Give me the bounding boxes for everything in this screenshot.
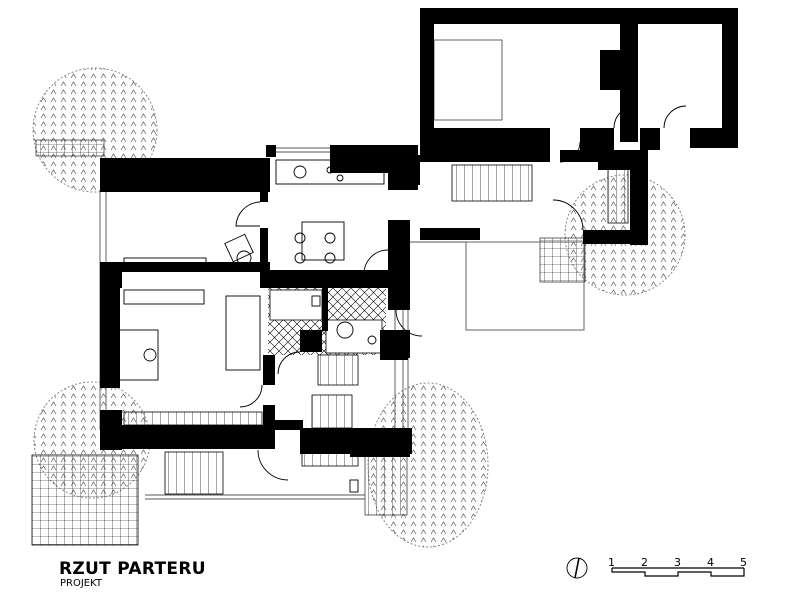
toilet-2 [311,295,321,307]
terrace-paving-left [31,454,139,546]
door-hall [363,249,389,275]
bed-top [123,167,197,191]
scale-tick-label: 3 [674,556,681,569]
scale-bar [611,567,745,577]
kitchen-counter [275,159,385,185]
scale-tick-label: 4 [707,556,714,569]
scale-tick-label: 2 [641,556,648,569]
chair-desk [143,348,157,362]
door-link [559,141,581,163]
washbasin [336,321,354,339]
dining-table [301,221,345,261]
terrace-paving-right [539,237,586,283]
doors [235,105,687,481]
door-garage [613,105,637,129]
drawing-subtitle: PROJEKT [60,578,103,589]
scale-tick-label: 5 [740,556,747,569]
stair-basement [164,451,224,495]
armchair [224,233,254,263]
bed-bottom [225,295,261,371]
scale-tick-label: 1 [608,556,615,569]
terrace-paving-top-left [35,139,105,157]
wardrobe-bedroom [209,161,261,185]
side-table [236,250,252,266]
furniture [117,159,385,493]
door-study [239,384,263,408]
door-utility [395,309,423,337]
stair-bottom-right [301,437,359,467]
stairs [123,161,629,495]
shelf-top-mid [123,257,207,269]
stair-hall-lower [311,394,353,429]
wardrobe-study [123,411,263,426]
drawing-title: RZUT PARTERU [59,559,206,579]
door-entry [257,449,289,481]
stair-hall [317,354,359,386]
door-bath [277,351,301,375]
stair-garage [451,164,533,202]
door-garage-2 [663,105,687,129]
toilet-bowl [367,335,377,345]
door-bedroom [235,201,261,227]
toilet-1 [349,479,359,493]
door-terrace [552,199,584,231]
shower-area [269,289,323,321]
sink [293,165,307,179]
bathroom-fixtures-area [325,319,383,354]
north-arrow-icon [566,557,588,579]
shelf-top-left [123,289,205,305]
walls [100,8,738,457]
wardrobe-garage [607,167,629,224]
terrace-paving-bottom [364,454,408,516]
desk [117,329,159,381]
